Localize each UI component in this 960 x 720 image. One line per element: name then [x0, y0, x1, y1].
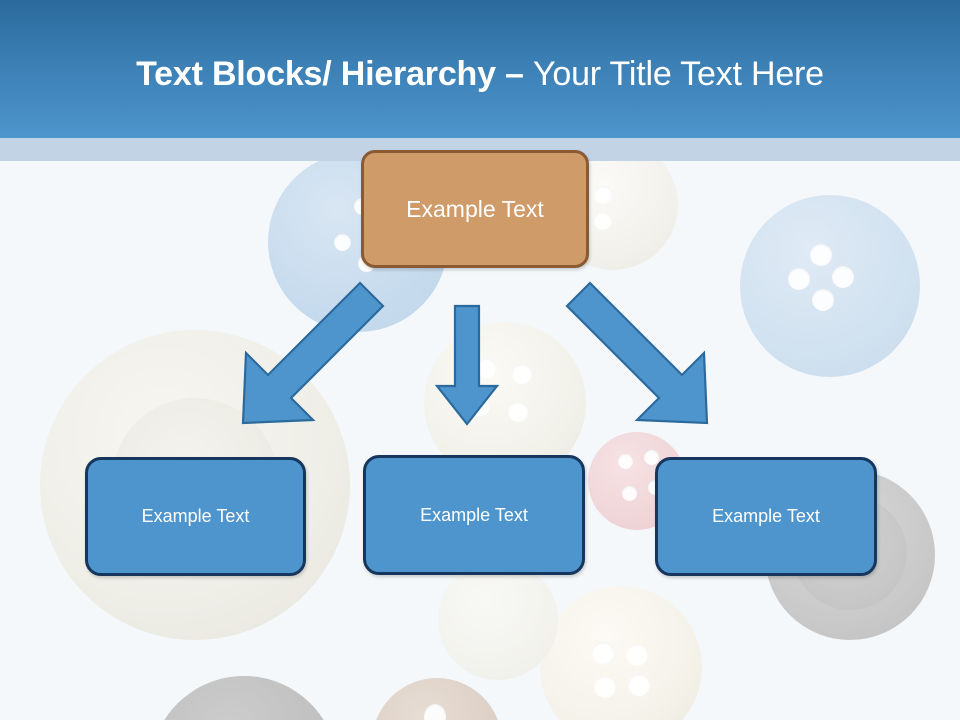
button-hole: [594, 676, 616, 698]
button-cream-bottom: [540, 586, 702, 720]
page-title-bold: Text Blocks/ Hierarchy –: [136, 55, 534, 93]
hierarchy-child-node-1-label: Example Text: [141, 506, 250, 526]
hierarchy-root-node[interactable]: Example Text: [361, 150, 589, 268]
button-beige-bottom: [372, 678, 502, 720]
button-hole: [810, 244, 832, 266]
page-title: Text Blocks/ Hierarchy – Your Title Text…: [0, 52, 960, 96]
button-hole: [628, 674, 650, 696]
button-hole: [334, 234, 351, 251]
button-hole: [812, 289, 834, 311]
hierarchy-child-node-2[interactable]: Example Text: [363, 455, 585, 575]
title-bar-accent-band: [0, 138, 960, 161]
title-bar: [0, 0, 960, 138]
button-hole: [512, 364, 532, 384]
button-hole: [626, 644, 648, 666]
button-hole: [470, 396, 490, 416]
button-hole: [592, 642, 614, 664]
page-title-light: Your Title Text Here: [533, 55, 824, 93]
button-hole: [476, 358, 496, 378]
button-hole: [594, 186, 612, 204]
button-white-edge-left: [438, 560, 558, 680]
button-hole: [594, 212, 612, 230]
button-hole: [788, 268, 810, 290]
button-hole: [832, 266, 854, 288]
button-gray-bottom: [150, 676, 338, 720]
hierarchy-child-node-2-label: Example Text: [420, 504, 528, 525]
button-hole: [508, 402, 528, 422]
hierarchy-child-node-3[interactable]: Example Text: [655, 457, 877, 576]
button-hole: [424, 704, 446, 720]
hierarchy-root-node-label: Example Text: [406, 195, 544, 222]
button-hole: [618, 454, 633, 469]
button-hole: [644, 450, 659, 465]
button-hole: [622, 486, 637, 501]
button-blue-right: [740, 195, 920, 377]
hierarchy-child-node-3-label: Example Text: [712, 506, 820, 526]
hierarchy-child-node-1[interactable]: Example Text: [85, 457, 306, 576]
